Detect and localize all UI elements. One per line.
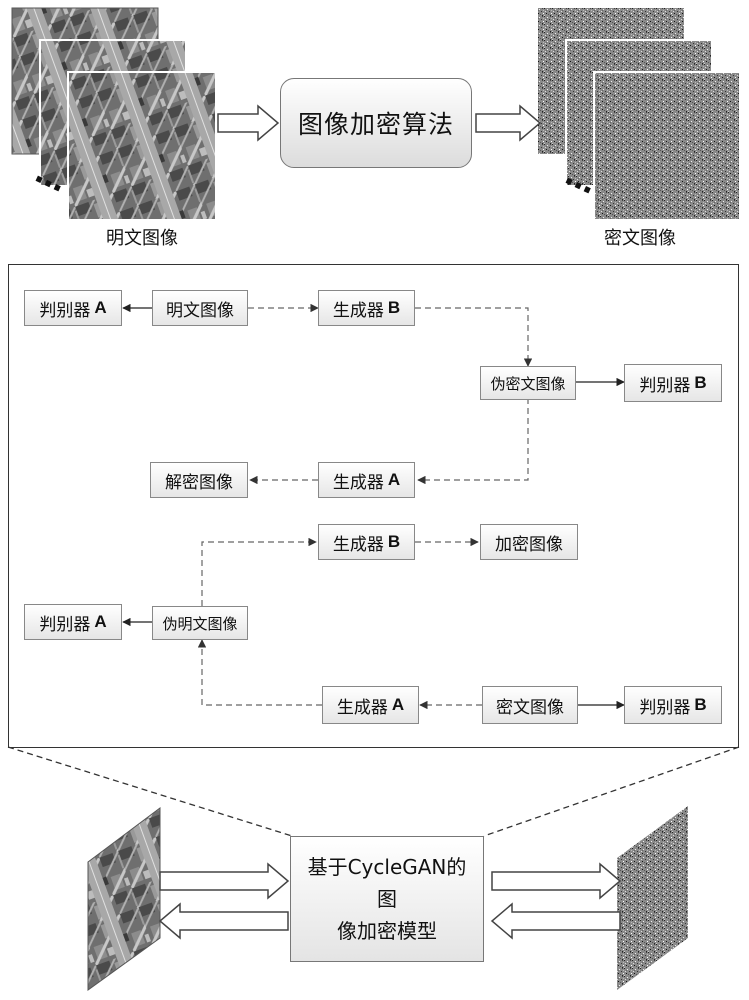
encryption-algorithm-label: 图像加密算法 bbox=[298, 105, 454, 141]
node-fake-cipher-image: 伪密文图像 bbox=[480, 366, 576, 400]
block-arrow-model-to-cipher bbox=[492, 864, 620, 898]
cyclegan-detail-panel bbox=[8, 264, 739, 748]
bottom-cipher-image bbox=[617, 806, 688, 990]
plain-image-caption: 明文图像 bbox=[82, 224, 202, 250]
cipher-image-caption: 密文图像 bbox=[580, 224, 700, 250]
block-arrow-to-algorithm bbox=[218, 106, 278, 140]
node-discriminator-a-1: 判别器A bbox=[24, 290, 122, 326]
block-arrow-to-cipher bbox=[476, 106, 540, 140]
bottom-plain-image bbox=[88, 808, 160, 990]
node-discriminator-a-2: 判别器A bbox=[24, 604, 122, 640]
model-label-line1: 基于CycleGAN的图 bbox=[299, 851, 475, 915]
node-generator-b-1: 生成器B bbox=[318, 290, 415, 326]
node-discriminator-b-2: 判别器B bbox=[624, 686, 722, 724]
node-plain-image: 明文图像 bbox=[152, 290, 248, 326]
node-discriminator-b-1: 判别器B bbox=[624, 364, 722, 402]
node-cipher-image: 密文图像 bbox=[482, 686, 578, 724]
node-encrypted-image: 加密图像 bbox=[480, 524, 578, 560]
encryption-algorithm-box: 图像加密算法 bbox=[280, 78, 472, 168]
node-generator-b-2: 生成器B bbox=[318, 524, 415, 560]
block-arrow-model-to-plain bbox=[160, 904, 288, 938]
node-fake-plain-image: 伪明文图像 bbox=[152, 606, 248, 640]
model-label-line2: 像加密模型 bbox=[299, 915, 475, 947]
node-generator-a-1: 生成器A bbox=[318, 462, 415, 498]
block-arrow-cipher-to-model bbox=[492, 904, 620, 938]
node-decrypted-image: 解密图像 bbox=[150, 462, 248, 498]
node-generator-a-2: 生成器A bbox=[322, 686, 419, 724]
cyclegan-model-box: 基于CycleGAN的图 像加密模型 bbox=[290, 836, 484, 962]
block-arrow-plain-to-model bbox=[160, 864, 288, 898]
